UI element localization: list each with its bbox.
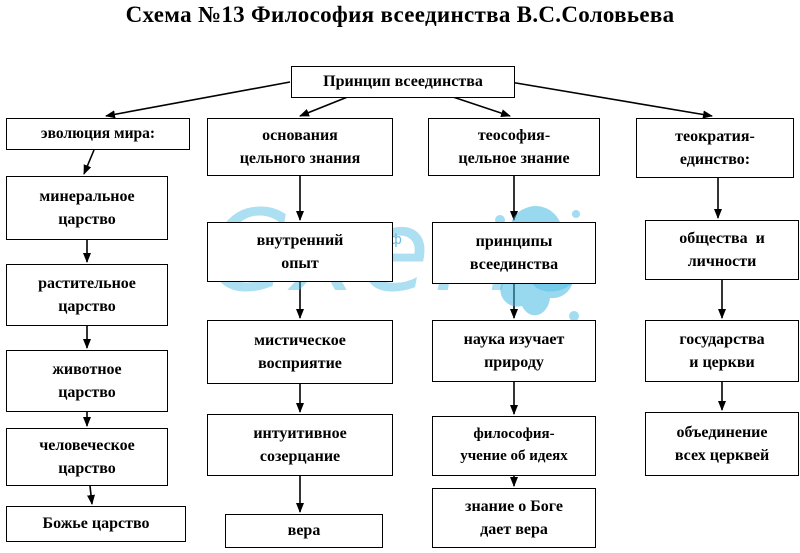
item-line: философия- [473,426,555,443]
item-line: Божье царство [42,515,150,533]
item-society-box: общества и личности [645,220,799,280]
item-line: принципы [475,232,553,250]
item-line: вера [287,522,321,540]
header-line: теософия- [477,126,551,144]
arrow-root-to-theocracy [509,81,713,119]
item-faith-box: вера [225,514,383,548]
header-evolution-line: эволюция мира: [40,124,156,142]
arrow-root-to-evolution [105,81,291,119]
item-plant-box: растительное царство [6,264,168,326]
item-state-box: государства и церкви [645,320,799,382]
item-experience-box: внутренний опыт [207,222,393,282]
item-god-box: знание о Боге дает вера [432,488,596,548]
item-philosophy-box: философия-учение об идеях [432,416,596,476]
item-line: объединение [676,423,768,441]
item-animal-box: животное царство [6,350,168,412]
item-line: наука изучает [463,330,565,348]
item-divine-box: Божье царство [6,506,186,542]
item-line: мистическое [254,331,346,349]
item-mineral-box: минеральное царство [6,176,168,240]
item-line: царство [58,384,116,401]
item-line: минеральное [39,187,135,205]
item-line: восприятие [258,355,342,372]
diagram-title: Схема №13 Философия всеединства В.С.Соло… [125,2,675,27]
header-line: основания [262,126,338,144]
item-line: природу [484,354,544,371]
arrow-root-to-foundations [299,95,351,117]
item-line: человеческое [39,436,135,454]
item-line: знание о Боге [465,497,563,515]
item-line: опыт [281,255,319,272]
header-line: единство: [679,151,751,168]
arrow-root-to-theosophy [449,95,511,117]
item-line: царство [58,298,116,315]
item-line: учение об идеях [460,448,568,464]
item-line: созерцание [259,448,341,465]
item-line: царство [58,460,116,477]
item-line: растительное [38,274,136,292]
item-line: общества и [679,229,765,247]
item-line: всех церквей [674,447,770,464]
item-line: царство [58,211,116,228]
item-line: государства [679,330,765,348]
header-line: теократия- [675,127,755,145]
arrow-evolution-to-mineral [83,149,95,175]
header-theosophy-box: теософия-цельное знание [428,118,600,176]
arrow-human-to-divine [87,485,95,505]
item-line: всеединства [469,256,559,273]
item-human-box: человеческое царство [6,428,168,486]
header-line: цельное знание [458,150,570,167]
item-principles-box: принципы всеединства [432,222,596,284]
root-principle-box: Принцип всеединства [291,66,515,98]
item-mystic-box: мистическое восприятие [207,320,393,384]
header-evolution-box: эволюция мира: [6,118,190,150]
item-line: животное [52,360,122,378]
item-line: личности [687,253,757,270]
header-line: цельного знания [239,150,361,167]
header-foundations-box: основания цельного знания [207,118,393,176]
item-line: и церкви [689,354,755,371]
header-theocracy-box: теократия-единство: [636,118,794,178]
root-principle-label: Принцип всеединства [323,73,483,91]
item-churches-box: объединение всех церквей [645,412,799,476]
item-science-box: наука изучает природу [432,320,596,382]
item-line: интуитивное [253,424,347,442]
item-line: дает вера [480,521,548,538]
item-line: внутренний [256,231,344,249]
item-intuitive-box: интуитивное созерцание [207,414,393,476]
